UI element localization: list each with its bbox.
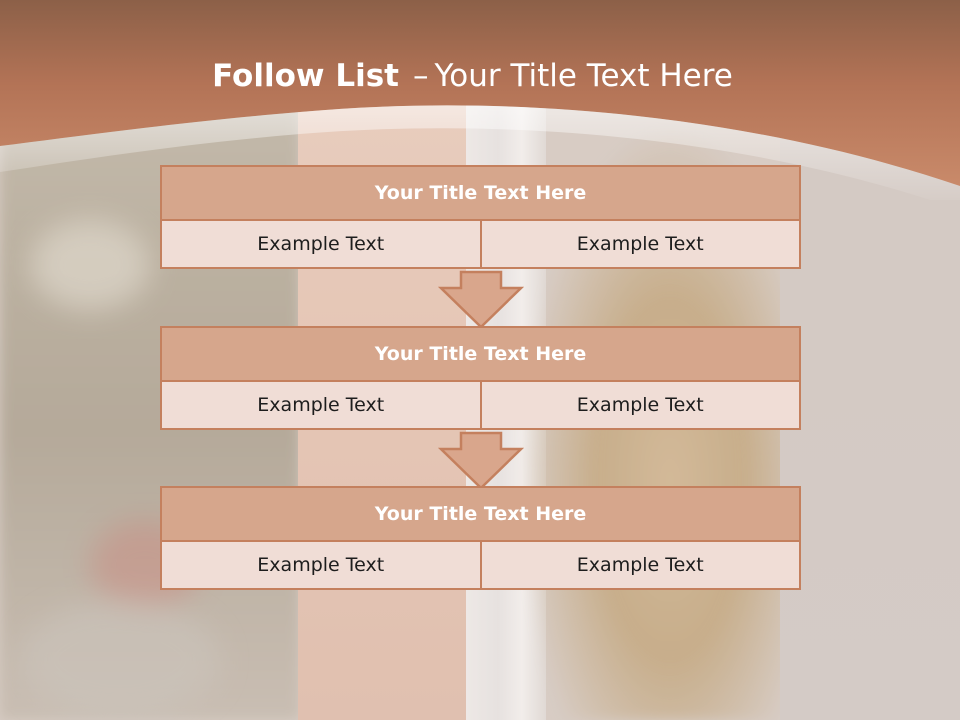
background-photo-right [780,100,960,720]
slide-title-text: Your Title Text Here [434,58,733,94]
slide-title: Follow List–Your Title Text Here [0,56,945,96]
down-arrow-icon [438,431,524,490]
header-band-highlight [0,105,960,200]
step-title: Your Title Text Here [160,486,801,542]
step-title: Your Title Text Here [160,165,801,221]
step-block-2: Your Title Text Here Example Text Exampl… [160,326,801,430]
step-cell-left: Example Text [160,380,482,430]
down-arrow-icon [438,270,524,329]
step-title: Your Title Text Here [160,326,801,382]
step-cell-left: Example Text [160,540,482,590]
background-blur-spot [20,600,220,720]
step-cell-right: Example Text [479,219,801,269]
slide-title-dash: – [412,58,429,94]
step-cell-right: Example Text [479,540,801,590]
step-cell-left: Example Text [160,219,482,269]
header-band-fill [0,0,960,186]
background-blur-spot [30,220,150,310]
step-row: Example Text Example Text [160,380,801,430]
step-block-1: Your Title Text Here Example Text Exampl… [160,165,801,269]
step-cell-right: Example Text [479,380,801,430]
header-band [0,0,960,200]
step-row: Example Text Example Text [160,540,801,590]
slide-title-bold: Follow List [212,58,399,94]
step-row: Example Text Example Text [160,219,801,269]
step-block-3: Your Title Text Here Example Text Exampl… [160,486,801,590]
